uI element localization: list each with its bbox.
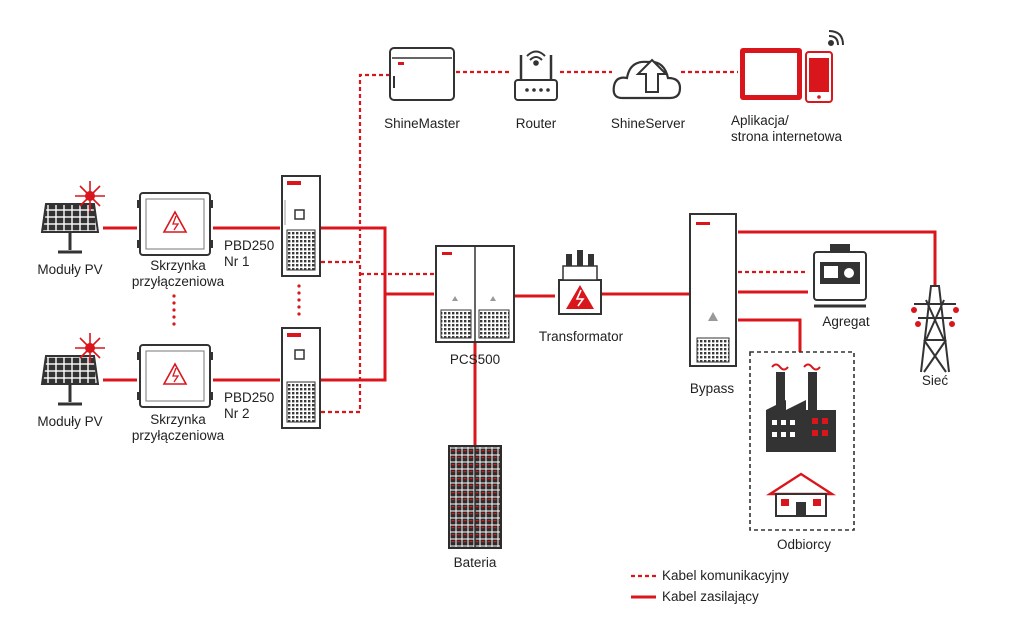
cloud-upload-icon <box>612 58 682 100</box>
combiner-box-icon <box>137 344 213 408</box>
label-pbd-1-line1: PBD250 <box>224 238 275 253</box>
label-pbd-2-line1: PBD250 <box>224 390 275 405</box>
wifi-icon <box>828 30 844 46</box>
router-icon <box>514 50 558 101</box>
legend-power-label: Kabel zasilający <box>662 589 759 604</box>
label-pbd-2: PBD250 Nr 2 <box>224 390 274 422</box>
power-line-pbd-bus <box>321 226 387 382</box>
label-generator: Agregat <box>822 314 870 329</box>
label-combiner-1-line2: przyłączeniowa <box>131 274 225 289</box>
inverter-cabinet-icon <box>281 327 321 429</box>
power-line-bypass-grid <box>738 230 937 286</box>
legend-comm-label: Kabel komunikacyjny <box>662 568 789 583</box>
label-pcs: PCS500 <box>449 352 501 367</box>
inverter-cabinet-icon <box>281 175 321 277</box>
label-pbd-2-line2: Nr 2 <box>224 406 250 421</box>
label-app-line2: strona internetowa <box>731 129 843 144</box>
pcs-cabinet-icon <box>435 245 515 343</box>
label-combiner-2-line2: przyłączeniowa <box>131 428 225 443</box>
comm-line-pbd1-shinemaster <box>321 73 389 264</box>
label-router: Router <box>515 116 557 131</box>
solar-panel-icon <box>40 181 105 254</box>
label-pv-modules-2: Moduły PV <box>37 414 103 429</box>
power-tower-icon <box>911 285 959 373</box>
label-pbd-1: PBD250 Nr 1 <box>224 238 274 270</box>
label-combiner-1: Skrzynka przyłączeniowa <box>132 258 224 290</box>
label-battery: Bateria <box>453 555 497 570</box>
comm-line-pbd2 <box>321 262 362 414</box>
label-shineserver: ShineServer <box>610 116 686 131</box>
solar-panel-icon <box>40 333 105 406</box>
label-consumers: Odbiorcy <box>776 537 832 552</box>
label-transformer: Transformator <box>538 329 624 344</box>
bypass-cabinet-icon <box>689 213 737 367</box>
label-combiner-2: Skrzynka przyłączeniowa <box>132 412 224 444</box>
label-app-line1: Aplikacja/ <box>731 113 789 128</box>
label-combiner-1-line1: Skrzynka <box>150 258 206 273</box>
battery-rack-icon <box>448 445 502 549</box>
phone-icon <box>805 51 833 103</box>
generator-icon <box>813 244 867 308</box>
house-icon <box>765 472 837 517</box>
ellipsis-dots <box>172 284 301 326</box>
label-app: Aplikacja/ strona internetowa <box>731 113 842 145</box>
label-shinemaster: ShineMaster <box>384 116 460 131</box>
power-cables <box>103 226 937 446</box>
power-line-bypass-consumers <box>738 318 802 352</box>
label-pv-modules-1: Moduły PV <box>37 262 103 277</box>
label-pbd-1-line2: Nr 1 <box>224 254 250 269</box>
consumers-group-box <box>749 351 855 531</box>
label-combiner-2-line1: Skrzynka <box>150 412 206 427</box>
shinemaster-icon <box>389 47 455 101</box>
label-bypass: Bypass <box>689 381 735 396</box>
combiner-box-icon <box>137 192 213 256</box>
transformer-icon <box>558 250 602 315</box>
label-grid: Sieć <box>921 373 949 388</box>
wifi-icon <box>526 50 546 66</box>
tablet-icon <box>740 48 802 100</box>
comm-cables <box>321 70 808 414</box>
factory-icon <box>766 363 836 452</box>
